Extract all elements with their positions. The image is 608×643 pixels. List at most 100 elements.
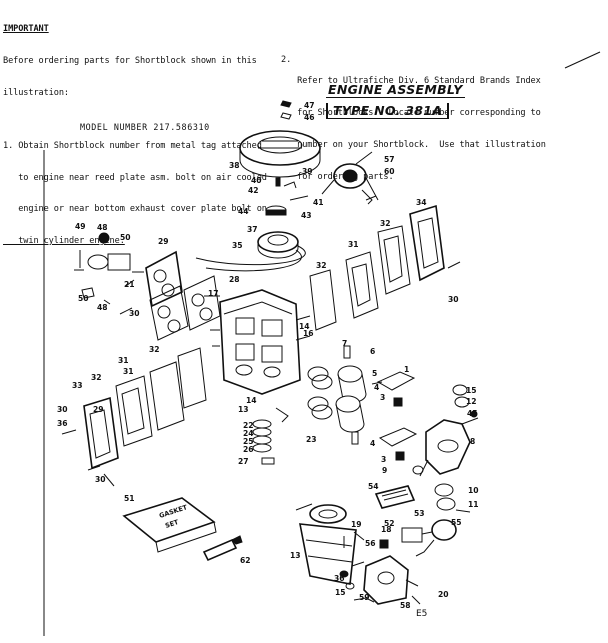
starter-assembly: [321, 151, 379, 205]
part-callout-29: 29: [158, 237, 169, 246]
part-callout-60: 60: [384, 167, 395, 176]
part-callout-51: 51: [124, 494, 135, 503]
flywheel-nut: [280, 100, 292, 120]
part-callout-50: 50: [78, 294, 89, 303]
part-callout-31: 31: [123, 367, 134, 376]
crankshaft: [419, 417, 479, 477]
note-line: for Shortblocks. Locate number correspon…: [297, 108, 541, 119]
housing-screws: [204, 195, 377, 297]
part-callout-37: 37: [247, 225, 258, 234]
part-callout-4: 4: [370, 439, 375, 448]
part-callout-30: 30: [448, 295, 459, 304]
gasket-set-box: GASKET SET: [122, 497, 217, 553]
part-callout-31: 31: [118, 356, 129, 365]
part-callout-54: 54: [368, 482, 379, 491]
sealant-tube: [202, 535, 243, 562]
part-callout-14: 14: [299, 322, 310, 331]
page-code: E5: [416, 609, 428, 619]
choke-assembly: [74, 232, 144, 305]
head-fittings: [343, 531, 389, 549]
part-callout-53: 53: [414, 509, 425, 518]
part-callout-22: 22: [243, 421, 254, 430]
frame-line: [564, 51, 601, 69]
part-callout-32: 32: [316, 261, 327, 270]
part-callout-1: 1: [404, 365, 409, 374]
flywheel: [239, 130, 321, 178]
note-line: Refer to Ultrafiche Div. 6 Standard Bran…: [297, 76, 541, 87]
part-callout-23: 23: [306, 435, 317, 444]
part-callout-8: 8: [470, 437, 475, 446]
important-heading: IMPORTANT: [3, 24, 49, 35]
part-callout-29: 29: [93, 405, 104, 414]
diagram-title: ENGINE ASSEMBLY: [326, 82, 465, 98]
piston-rings: [307, 345, 351, 420]
part-callout-44: 44: [238, 207, 249, 216]
part-callout-12: 12: [466, 397, 477, 406]
part-callout-35: 35: [232, 241, 243, 250]
connecting-rods: [371, 371, 418, 461]
identification-plate: [374, 485, 416, 509]
part-callout-17: 17: [208, 289, 219, 298]
intake-cover: [83, 396, 119, 470]
part-callout-62: 62: [240, 556, 251, 565]
note-line: number on your Shortblock. Use that illu…: [297, 139, 546, 150]
part-callout-13: 13: [290, 551, 301, 560]
part-callout-3: 3: [381, 455, 386, 464]
cover-screw: [447, 261, 461, 269]
part-callout-10: 10: [468, 486, 479, 495]
part-callout-28: 28: [229, 275, 240, 284]
part-callout-24: 24: [243, 429, 254, 438]
part-callout-5: 5: [372, 369, 377, 378]
part-callout-32: 32: [380, 219, 391, 228]
note-line: Before ordering parts for Shortblock sho…: [3, 55, 257, 66]
part-callout-33: 33: [72, 381, 83, 390]
exhaust-cover: [409, 204, 445, 282]
part-callout-56: 56: [365, 539, 376, 548]
part-callout-39: 39: [302, 167, 313, 176]
part-callout-20: 20: [438, 590, 449, 599]
carb-fasteners: [339, 570, 375, 603]
ignition-module: [401, 519, 457, 557]
part-callout-30: 30: [95, 475, 106, 484]
crank-end-parts: [412, 465, 471, 513]
part-callout-18: 18: [381, 525, 392, 534]
part-callout-48: 48: [97, 223, 108, 232]
part-callout-34: 34: [416, 198, 427, 207]
part-callout-7: 7: [342, 339, 347, 348]
key-and-washer: [275, 177, 309, 201]
part-callout-3: 3: [380, 393, 385, 402]
part-callout-13: 13: [238, 405, 249, 414]
part-callout-15: 15: [335, 588, 346, 597]
part-callout-27: 27: [238, 457, 249, 466]
note-line: for ordering parts.: [297, 171, 394, 182]
part-callout-21: 21: [124, 280, 135, 289]
part-callout-4: 4: [374, 383, 379, 392]
part-callout-52: 52: [384, 519, 395, 528]
part-callout-14: 14: [246, 396, 257, 405]
part-callout-32: 32: [149, 345, 160, 354]
diagram-type-number: TYPE NO. 381A: [326, 103, 450, 119]
part-callout-9: 9: [382, 466, 387, 475]
exhaust-gasket: [309, 225, 411, 331]
part-callout-42: 42: [248, 186, 259, 195]
crankcase-block: [210, 289, 311, 395]
part-callout-49: 49: [75, 222, 86, 231]
intake-gaskets: [115, 347, 207, 447]
part-callout-31: 31: [348, 240, 359, 249]
part-callout-59: 59: [359, 593, 370, 602]
part-callout-16: 16: [303, 329, 314, 338]
stator-plate: [195, 231, 306, 272]
reed-plate: [145, 250, 183, 308]
part-callout-48: 48: [97, 303, 108, 312]
pistons: [335, 365, 367, 445]
part-callout-30: 30: [57, 405, 68, 414]
part-callout-40: 40: [251, 176, 262, 185]
cover-screws: [61, 307, 133, 471]
cylinder-head: [295, 503, 357, 585]
part-callout-41: 41: [313, 198, 324, 207]
note-number: 2.: [281, 55, 292, 66]
reed-gasket: [149, 275, 221, 341]
part-callout-46: 46: [304, 113, 315, 122]
